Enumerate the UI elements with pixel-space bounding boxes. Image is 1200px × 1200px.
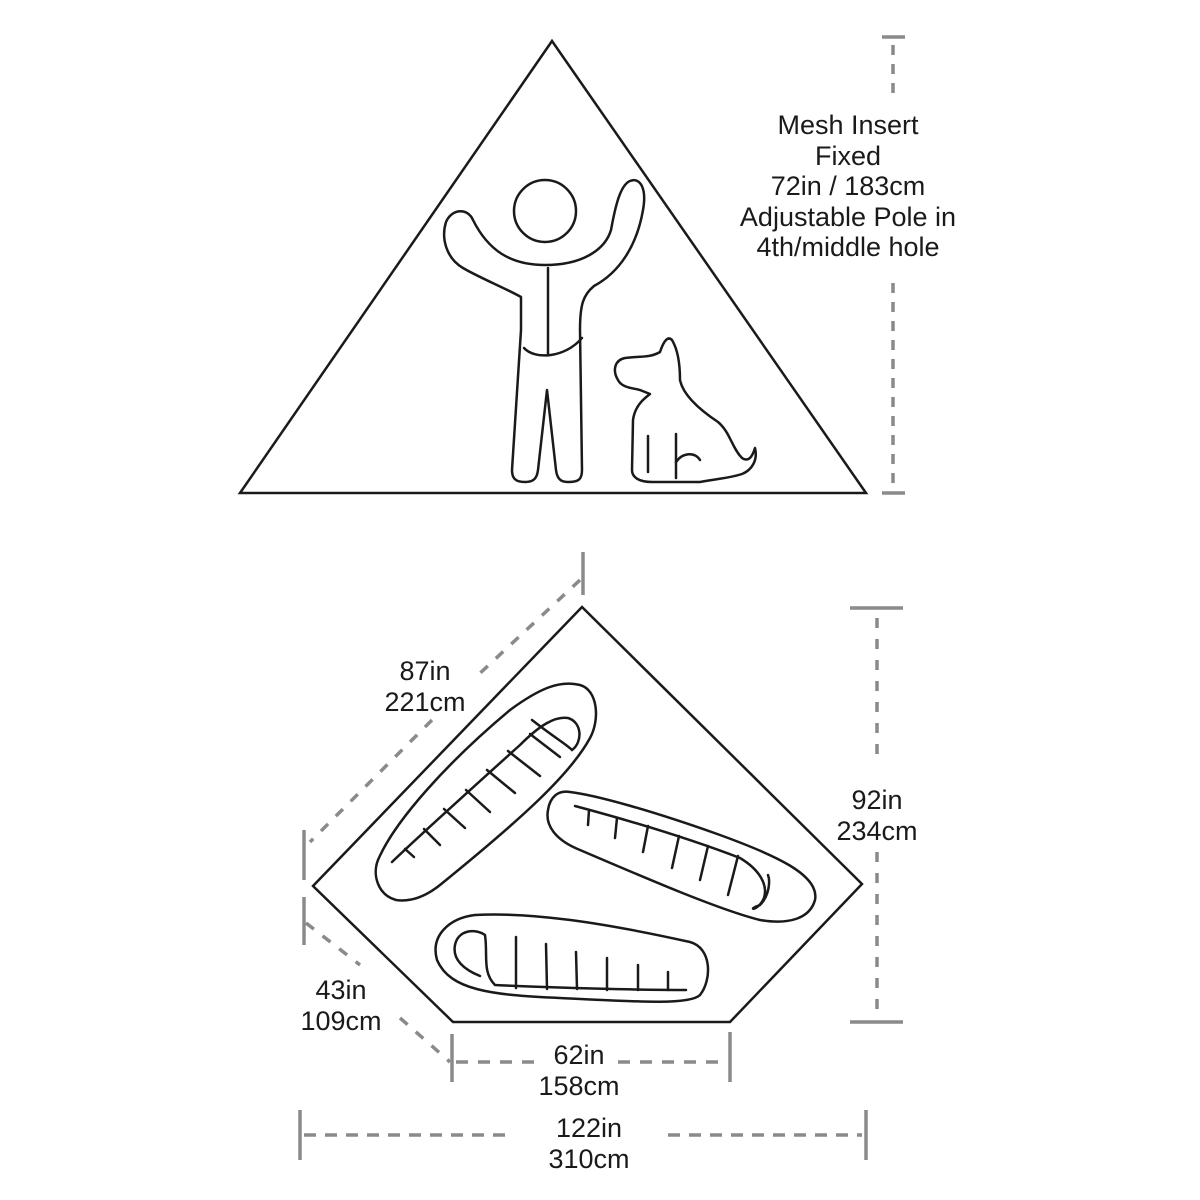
door-edge-dimension — [450, 1032, 732, 1082]
sleeping-bag-icon — [434, 913, 710, 1003]
side-length-label: 87in 221cm — [360, 656, 490, 717]
short-side-label: 43in 109cm — [276, 975, 406, 1036]
mesh-insert-line-1: Mesh Insert — [777, 110, 919, 140]
total-width-cm: 310cm — [548, 1143, 630, 1174]
tent-floor-plan — [311, 605, 864, 1024]
door-edge-in: 62in — [553, 1040, 605, 1070]
side-length-cm: 221cm — [384, 686, 466, 717]
side-length-dimension — [302, 552, 585, 880]
door-edge-cm: 158cm — [538, 1070, 620, 1101]
depth-cm: 234cm — [836, 815, 918, 846]
short-side-cm: 109cm — [300, 1005, 382, 1036]
mesh-insert-line-3: 72in / 183cm — [770, 171, 926, 201]
mesh-insert-line-5: 4th/middle hole — [756, 232, 940, 262]
height-dimension — [882, 35, 905, 495]
depth-dimension — [850, 606, 903, 1024]
mesh-insert-line-2: Fixed — [814, 140, 882, 171]
total-width-dimension — [298, 1110, 868, 1160]
depth-label: 92in 234cm — [812, 785, 942, 846]
short-side-in: 43in — [315, 975, 367, 1005]
person-icon — [442, 178, 646, 484]
sleeping-bag-icon — [546, 790, 817, 923]
total-width-label: 122in 310cm — [524, 1113, 654, 1174]
sleeping-bag-icon — [374, 682, 598, 902]
mesh-insert-line-4: Adjustable Pole in — [739, 201, 957, 232]
mesh-insert-label: Mesh Insert Fixed 72in / 183cm Adjustabl… — [718, 110, 978, 263]
door-edge-label: 62in 158cm — [514, 1040, 644, 1101]
short-side-dimension — [302, 897, 452, 1064]
dog-icon — [613, 337, 757, 484]
depth-in: 92in — [851, 785, 903, 815]
side-length-in: 87in — [399, 656, 451, 686]
tent-side-profile — [237, 38, 869, 495]
total-width-in: 122in — [555, 1113, 623, 1143]
